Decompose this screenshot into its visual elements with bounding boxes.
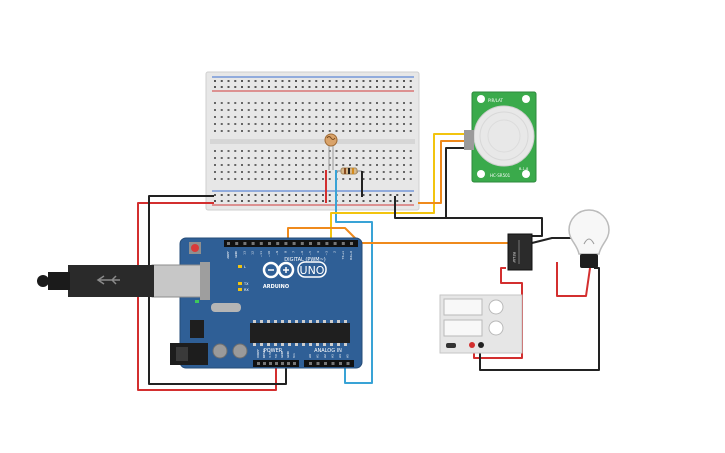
digital-pin-label: RX←0 [349,251,353,260]
relay-label: RELAY [512,252,516,264]
power-pin-label: 3.3V [268,350,272,358]
analog-pin-label: A0 [308,354,312,358]
power-pin-label: GND [280,350,284,358]
ldr-icon[interactable] [324,133,338,170]
wire-red-supply [473,267,523,359]
tx-label: TX [243,282,249,286]
power-pin-label: RESET [262,348,266,358]
arduino-brand-label: ARDUINO [263,284,289,290]
digital-pin-label: ~3 [324,251,328,256]
digital-pin-label: ~10 [267,251,271,257]
digital-pin-label: 12 [251,251,255,255]
wires [137,133,600,391]
power-pin-label: IOREF [256,349,260,358]
analog-header-label: ANALOG IN [314,348,342,354]
rx-label: RX [244,288,249,292]
pir-top-label: PIR/LAT [488,98,503,103]
power-supply[interactable] [439,294,523,354]
digital-pin-label: 13 [242,251,246,255]
analog-pin-label: A4 [338,354,342,358]
power-pin-label: Vin [292,353,296,358]
wire-orange-pir [418,140,466,204]
pir-side-label: HC-SR501 [490,173,511,178]
digital-pin-label: GND [234,250,238,258]
arduino-logo-icon [262,261,295,279]
digital-pin-label: 8 [283,251,287,253]
atmega-chip [253,320,347,346]
digital-pin-label: ~5 [308,251,312,256]
analog-pin-label: A1 [316,354,320,358]
wire-black-relay [395,217,543,237]
uno-label: UNO [300,264,325,277]
usb-cable-icon[interactable] [37,265,154,297]
digital-header[interactable] [227,242,353,245]
wire-orange-relay [287,227,511,244]
l-led-label: L [244,265,246,269]
digital-pin-label: 4 [316,251,320,253]
analog-pin-label: A5 [346,354,350,358]
wire-red-5v [137,202,277,391]
pir-bottom-label: B-1-8 [519,167,528,171]
digital-pin-label: 2 [333,251,337,253]
digital-pin-label: 7 [292,251,296,253]
digital-pin-label: TX→1 [341,251,345,260]
digital-pin-label: ~9 [275,251,279,256]
arduino-uno-board[interactable]: UNO ARDUINO DIGITAL (PWM~) POWER ANALOG … [151,237,363,369]
power-header-label: POWER [264,348,283,354]
analog-pin-label: A3 [331,354,335,358]
digital-pin-label: ~6 [300,251,304,256]
digital-pin-label: ~11 [259,251,263,257]
wire-yellow-pir-out [330,133,466,238]
wire-black-gnd [148,195,287,385]
power-pin-label: 5V [274,353,278,358]
wire-black-supply [479,267,600,371]
digital-pin-label: AREF [226,251,230,259]
resistor-icon[interactable] [336,167,362,175]
power-pin-label: GND [286,350,290,358]
digital-header-label: DIGITAL (PWM~) [284,257,326,263]
pir-sensor[interactable]: PIR/LAT HC-SR501 B-1-8 [464,91,537,183]
analog-pin-label: A2 [323,354,327,358]
wire-red-bulb [556,262,591,297]
relay-module[interactable]: RELAY [507,233,533,271]
breadboard[interactable] [205,71,420,211]
breadboard-holes [214,80,412,202]
bulb-icon[interactable] [568,209,610,268]
